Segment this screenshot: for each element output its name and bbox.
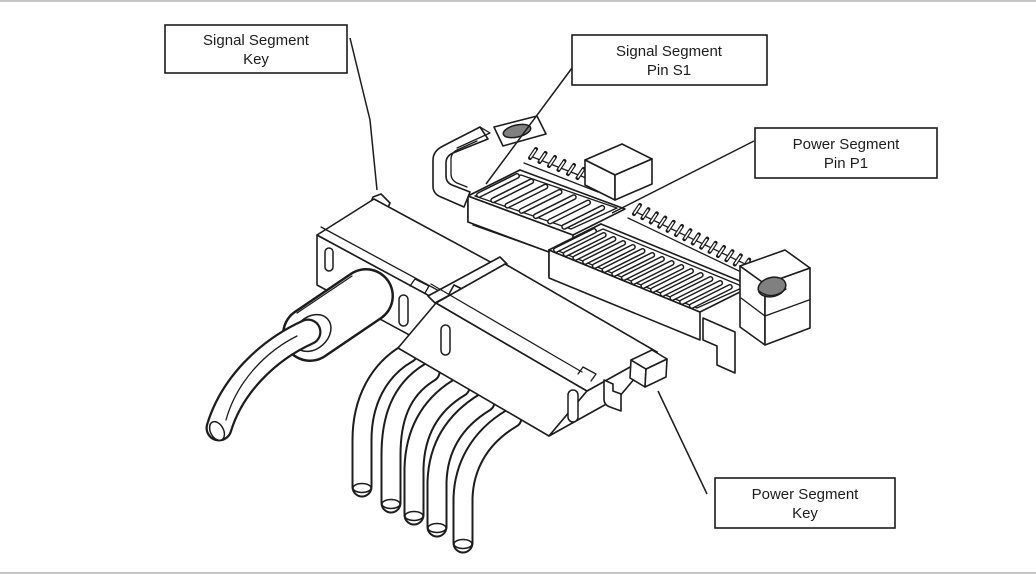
callout-signal-segment-pin-s1: Signal Segment Pin S1 (571, 34, 768, 86)
latch-window-left (440, 324, 451, 356)
signal-segment-key-bracket (432, 126, 491, 208)
left-mount-hole (502, 123, 532, 139)
right-end-notch (603, 379, 622, 412)
callout-text: Power Segment (752, 486, 860, 503)
power-cable-connector (397, 256, 668, 437)
latch-window-mid (398, 294, 409, 327)
callout-signal-segment-key: Signal Segment Key (164, 24, 348, 74)
leader-power-segment-pin-p1 (611, 140, 755, 214)
wire-end (381, 498, 401, 510)
power-segment-pins (548, 223, 753, 341)
callout-text: Pin S1 (647, 62, 691, 79)
leader-signal-segment-pin-s1 (485, 67, 573, 185)
signal-segment-pins (467, 169, 626, 262)
callout-power-segment-pin-p1: Power Segment Pin P1 (754, 127, 938, 179)
left-mount-tab (493, 115, 547, 147)
wire-end (453, 538, 473, 550)
callout-text: Key (243, 51, 269, 68)
leader-signal-segment-key (349, 37, 378, 191)
callout-text: Signal Segment (203, 32, 310, 49)
power-segment-rear-pins (627, 203, 767, 282)
callout-text: Pin P1 (824, 155, 868, 172)
bottom-edge-strip (0, 572, 1036, 574)
callout-text: Power Segment (793, 136, 901, 153)
latch-window-left (324, 247, 334, 272)
center-standoff-block (584, 143, 653, 201)
leader-power-segment-key (657, 390, 708, 495)
callout-text: Signal Segment (616, 43, 723, 60)
power-collar (427, 256, 508, 304)
power-cable-key-tab (629, 349, 668, 388)
power-wires (353, 353, 512, 549)
sata-device-plug (432, 115, 811, 374)
callout-power-segment-key: Power Segment Key (714, 477, 896, 529)
latch-window-right (567, 389, 579, 423)
top-edge-strip (0, 0, 1036, 2)
right-end-block (739, 249, 811, 346)
signal-cable (207, 276, 366, 443)
right-end-foot (702, 317, 736, 374)
signal-cable-end (208, 420, 226, 442)
right-mount-hole (757, 276, 787, 298)
wire-end (427, 522, 447, 534)
wire-end (352, 482, 372, 494)
wire-end (404, 510, 424, 522)
callout-text: Key (792, 505, 818, 522)
